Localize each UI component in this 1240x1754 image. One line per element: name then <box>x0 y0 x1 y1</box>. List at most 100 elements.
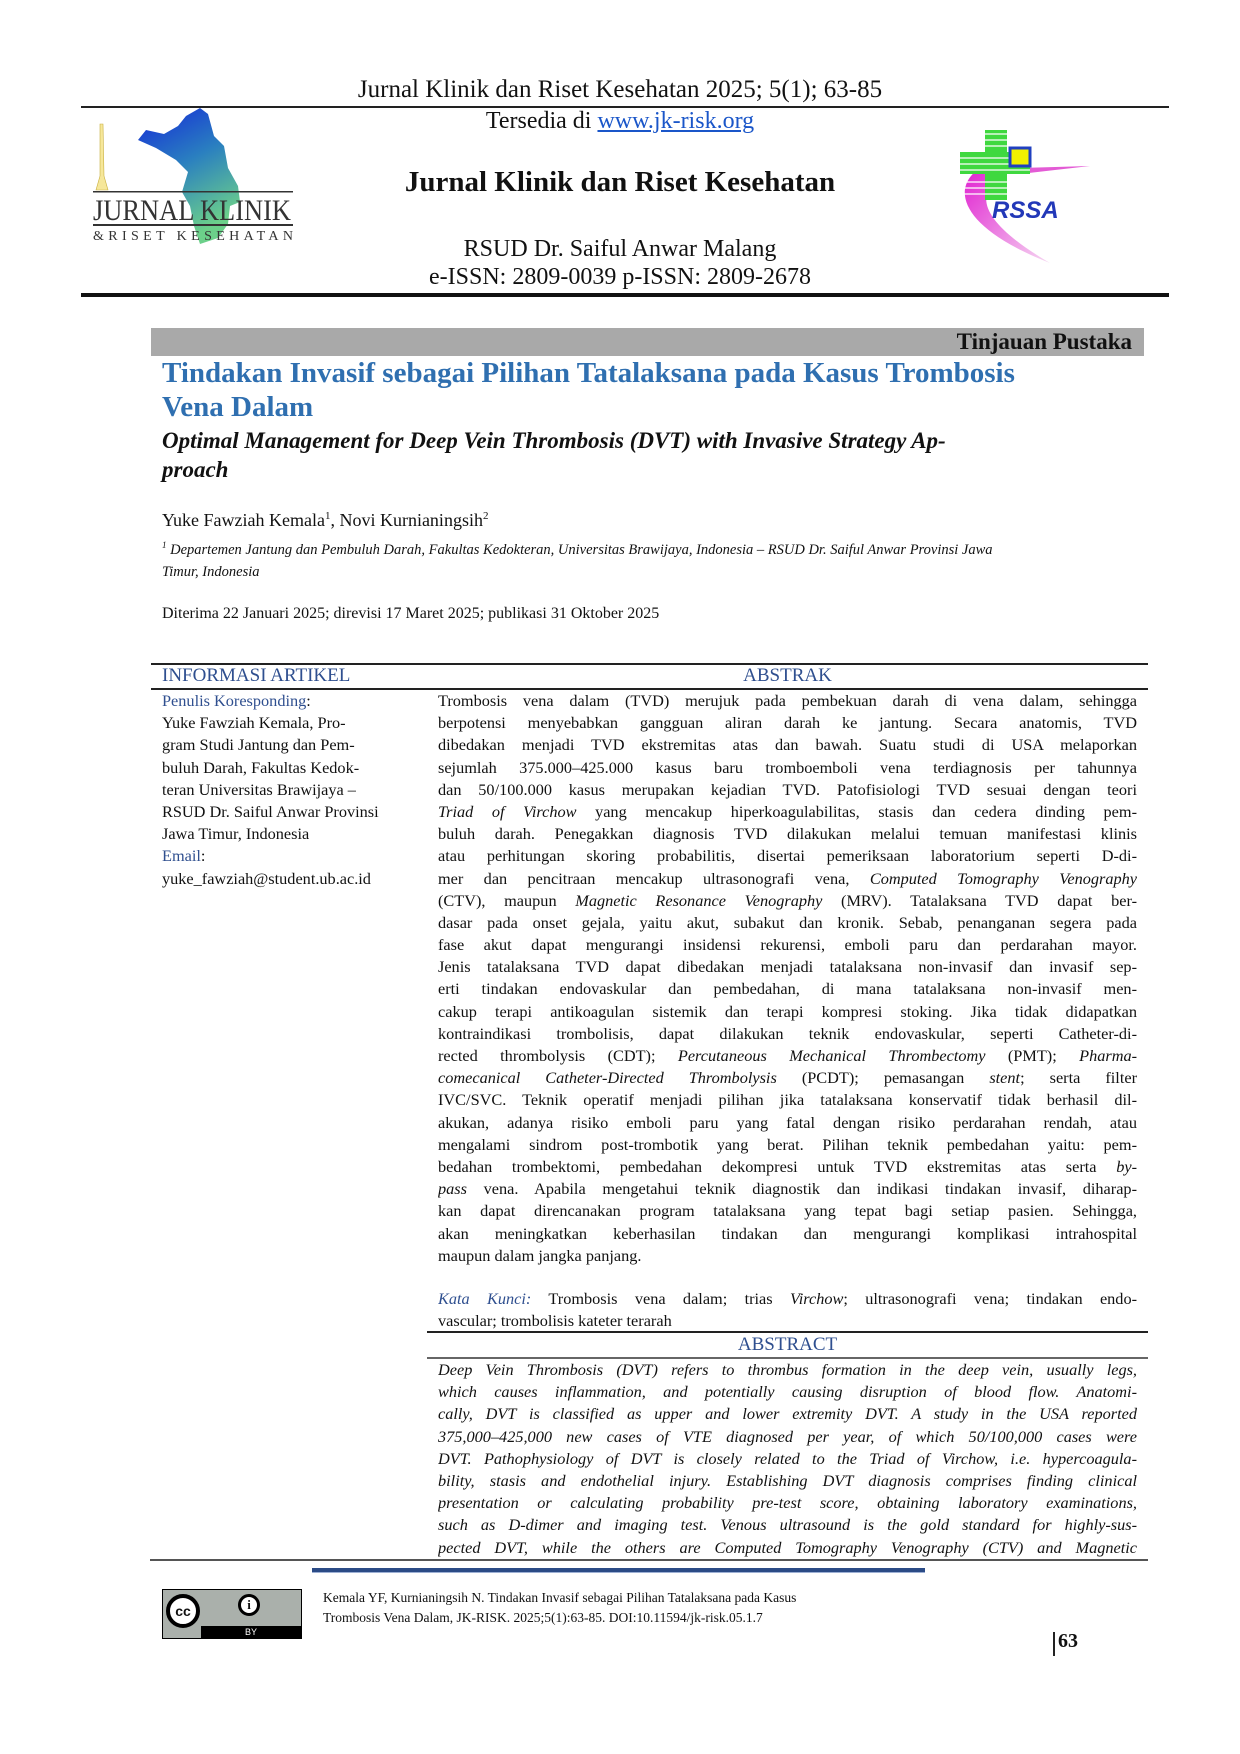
text-segment: cally, DVT is classified as upper and lo… <box>438 1404 1137 1424</box>
keywords-label: Kata Kunci: <box>438 1289 532 1308</box>
cc-icon: cc <box>166 1594 200 1628</box>
text-segment: pected DVT, while the others are Compute… <box>438 1537 1137 1557</box>
article-subtitle-english: Optimal Management for Deep Vein Thrombo… <box>162 426 1122 484</box>
section-top-rule <box>151 663 1148 665</box>
text-segment: vascular; trombolisis kateter terarah <box>438 1311 672 1331</box>
text-segment: Jawa Timur, Indonesia <box>162 824 310 844</box>
email-label: Email <box>162 846 201 866</box>
text-line: pected DVT, while the others are Compute… <box>438 1537 1137 1559</box>
text-segment: ; serta filter <box>1020 1068 1137 1088</box>
page-number: 63 <box>1053 1630 1078 1656</box>
text-line: buluh Darah, Fakultas Kedok- <box>162 757 420 779</box>
text-segment: (CTV), maupun <box>438 890 576 910</box>
issn: e-ISSN: 2809-0039 p-ISSN: 2809-2678 <box>429 264 811 290</box>
cc-by-label: BY <box>201 1626 301 1638</box>
author-name: Yuke Fawziah Kemala <box>162 510 325 530</box>
subtitle-line: proach <box>162 457 229 482</box>
author-name: Novi Kurnianingsih <box>339 510 483 530</box>
text-segment: Jenis tatalaksana TVD dapat dibedakan me… <box>438 957 1137 977</box>
text-segment: presentation or calculating probability … <box>438 1493 1137 1513</box>
journal-citation-header: Jurnal Klinik dan Riset Kesehatan 2025; … <box>357 76 883 103</box>
italic-term: Computed Tomography Venography <box>869 868 1137 888</box>
email-address[interactable]: yuke_fawziah@student.ub.ac.id <box>162 868 371 888</box>
colon: : <box>306 691 311 710</box>
text-segment: sejumlah 375.000–425.000 kasus baru trom… <box>438 757 1137 777</box>
text-line: bedahan trombektomi, pembedahan dekompre… <box>438 1156 1137 1178</box>
text-line: dasar pada onset gejala, yaitu akut, sub… <box>438 912 1137 934</box>
article-info-heading: INFORMASI ARTIKEL <box>162 665 351 686</box>
text-segment: Yuke Fawziah Kemala, Pro- <box>162 713 346 733</box>
text-line: berpotensi menyebabkan gangguan aliran d… <box>438 712 1137 734</box>
text-segment: Deep Vein Thrombosis (DVT) refers to thr… <box>438 1360 1137 1379</box>
text-line: atau perhitungan skoring probabilitis, d… <box>438 845 1137 867</box>
logo-text-riset: &RISET KESEHATAN <box>93 229 293 244</box>
text-line: which causes inflammation, and potential… <box>438 1381 1137 1403</box>
text-segment: kan dapat direncanakan program tatalaksa… <box>438 1201 1137 1221</box>
cc-by-license-badge[interactable]: cc i BY <box>162 1589 302 1639</box>
text-segment: dan 50/100.000 kasus merupakan kejadian … <box>438 779 1137 799</box>
article-dates: Diterima 22 Januari 2025; direvisi 17 Ma… <box>162 605 660 622</box>
text-segment: such as D-dimer and imaging test. Venous… <box>438 1515 1137 1535</box>
affiliation: 1 Departemen Jantung dan Pembuluh Darah,… <box>162 534 1142 583</box>
text-line: (CTV), maupun Magnetic Resonance Venogra… <box>438 890 1137 912</box>
text-line: kan dapat direncanakan program tatalaksa… <box>438 1200 1137 1222</box>
text-line: fase akut dapat mengurangi insidensi rek… <box>438 934 1137 956</box>
title-line: Vena Dalam <box>162 391 314 423</box>
authors: Yuke Fawziah Kemala1, Novi Kurnianingsih… <box>162 510 488 531</box>
text-segment: gram Studi Jantung dan Pem- <box>162 735 355 755</box>
article-title: Tindakan Invasif sebagai Pilihan Tatalak… <box>162 356 1142 424</box>
rssa-logo-text: RSSA <box>992 197 1059 224</box>
text-segment: buluh Darah, Fakultas Kedok- <box>162 757 360 777</box>
text-segment: (PMT); <box>985 1046 1080 1065</box>
attribution-icon: i <box>238 1594 260 1616</box>
corresponding-author-label: Penulis Koresponding <box>162 691 307 710</box>
text-segment: Trombosis vena dalam (TVD) merujuk pada … <box>438 691 1137 710</box>
text-line: DVT. Pathophysiology of DVT is closely r… <box>438 1448 1137 1470</box>
text-segment: (MRV). Tatalaksana TVD dapat ber- <box>822 890 1137 910</box>
text-line: Jawa Timur, Indonesia <box>162 823 420 845</box>
journal-name: Jurnal Klinik dan Riset Kesehatan <box>404 166 836 198</box>
text-segment: buluh darah. Penegakkan diagnosis TVD di… <box>438 824 1137 844</box>
text-segment: vena. Apabila mengetahui teknik diagnost… <box>466 1179 1137 1199</box>
text-line: Jenis tatalaksana TVD dapat dibedakan me… <box>438 956 1137 978</box>
text-segment: fase akut dapat mengurangi insidensi rek… <box>438 935 1137 955</box>
text-segment: yang mencakup hiperkoagulabilitas, stasi… <box>576 801 1137 821</box>
text-line: akan meningkatkan keberhasilan tindakan … <box>438 1223 1137 1245</box>
abstrak-bottom-rule <box>427 1331 1148 1333</box>
text-segment: dasar pada onset gejala, yaitu akut, sub… <box>438 912 1137 932</box>
website-link[interactable]: www.jk-risk.org <box>597 108 755 134</box>
abstract-heading-underline <box>427 1357 1148 1359</box>
italic-term: pass <box>438 1179 467 1199</box>
abstrak-heading: ABSTRAK <box>743 665 832 686</box>
italic-term: Percutaneous Mechanical Thrombectomy <box>677 1046 986 1065</box>
text-segment: mengalami sindrom post-trombotik yang be… <box>438 1134 1137 1154</box>
italic-term: Triad of Virchow <box>438 801 577 821</box>
text-line: Deep Vein Thrombosis (DVT) refers to thr… <box>438 1359 1137 1381</box>
page-content-bottom-rule <box>150 1559 1148 1561</box>
text-segment: maupun dalam jangka panjang. <box>438 1245 642 1265</box>
text-line: pass vena. Apabila mengetahui teknik dia… <box>438 1178 1137 1200</box>
text-line: buluh darah. Penegakkan diagnosis TVD di… <box>438 823 1137 845</box>
abstract-text: Deep Vein Thrombosis (DVT) refers to thr… <box>438 1359 1137 1559</box>
rssa-logo: RSSA <box>950 128 1110 268</box>
text-segment: RSUD Dr. Saiful Anwar Provinsi <box>162 801 379 821</box>
availability-line: Tersedia di www.jk-risk.org <box>0 108 1240 135</box>
text-segment: atau perhitungan skoring probabilitis, d… <box>438 846 1137 866</box>
text-segment: cakup terapi antikoagulan sistemik dan t… <box>438 1001 1137 1021</box>
text-line: vascular; trombolisis kateter terarah <box>438 1310 1137 1332</box>
text-segment: erti tindakan endovaskular dan pembedaha… <box>438 979 1137 999</box>
text-line: maupun dalam jangka panjang. <box>438 1245 1137 1267</box>
text-line: IVC/SVC. Teknik operatif menjadi pilihan… <box>438 1089 1137 1111</box>
heading-underline <box>151 688 1148 690</box>
text-line: gram Studi Jantung dan Pem- <box>162 734 420 756</box>
availability-prefix: Tersedia di <box>485 108 598 134</box>
corresponding-author-details: Yuke Fawziah Kemala, Pro-gram Studi Jant… <box>162 712 420 845</box>
affiliation-line: Timur, Indonesia <box>162 563 260 580</box>
text-segment: rected thrombolysis (CDT); <box>438 1046 678 1065</box>
text-segment: which causes inflammation, and potential… <box>438 1382 1137 1402</box>
text-segment: dibedakan menjadi TVD ekstremitas atas d… <box>438 735 1137 755</box>
text-line: Trombosis vena dalam (TVD) merujuk pada … <box>438 690 1137 712</box>
text-line: presentation or calculating probability … <box>438 1492 1137 1514</box>
text-line: sejumlah 375.000–425.000 kasus baru trom… <box>438 757 1137 779</box>
text-line: rected thrombolysis (CDT); Percutaneous … <box>438 1045 1137 1067</box>
